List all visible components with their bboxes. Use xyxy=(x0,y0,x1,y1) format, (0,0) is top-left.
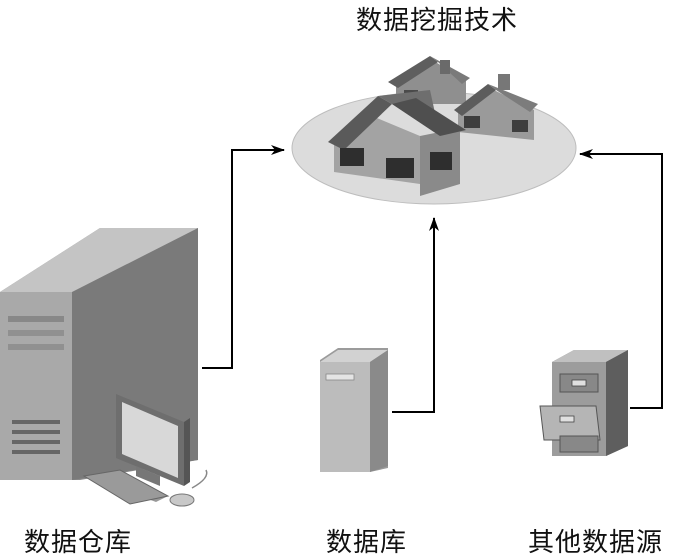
database-server-icon xyxy=(320,348,388,472)
house-icon xyxy=(328,90,466,196)
node-label-warehouse: 数据仓库 xyxy=(24,528,133,558)
keyboard-icon xyxy=(82,469,170,505)
connector-lines xyxy=(202,145,663,413)
edge-database-to-mining xyxy=(392,217,439,413)
node-label-database: 数据库 xyxy=(326,528,408,558)
mouse-icon xyxy=(169,469,208,507)
filing-cabinet-icon xyxy=(539,350,628,456)
data-mining-platform xyxy=(291,56,577,205)
house-icon xyxy=(454,74,538,140)
node-label-other: 其他数据源 xyxy=(528,528,664,558)
edge-warehouse-to-mining xyxy=(202,145,285,369)
diagram-title: 数据挖掘技术 xyxy=(356,6,519,36)
edge-other-to-mining xyxy=(579,149,663,409)
